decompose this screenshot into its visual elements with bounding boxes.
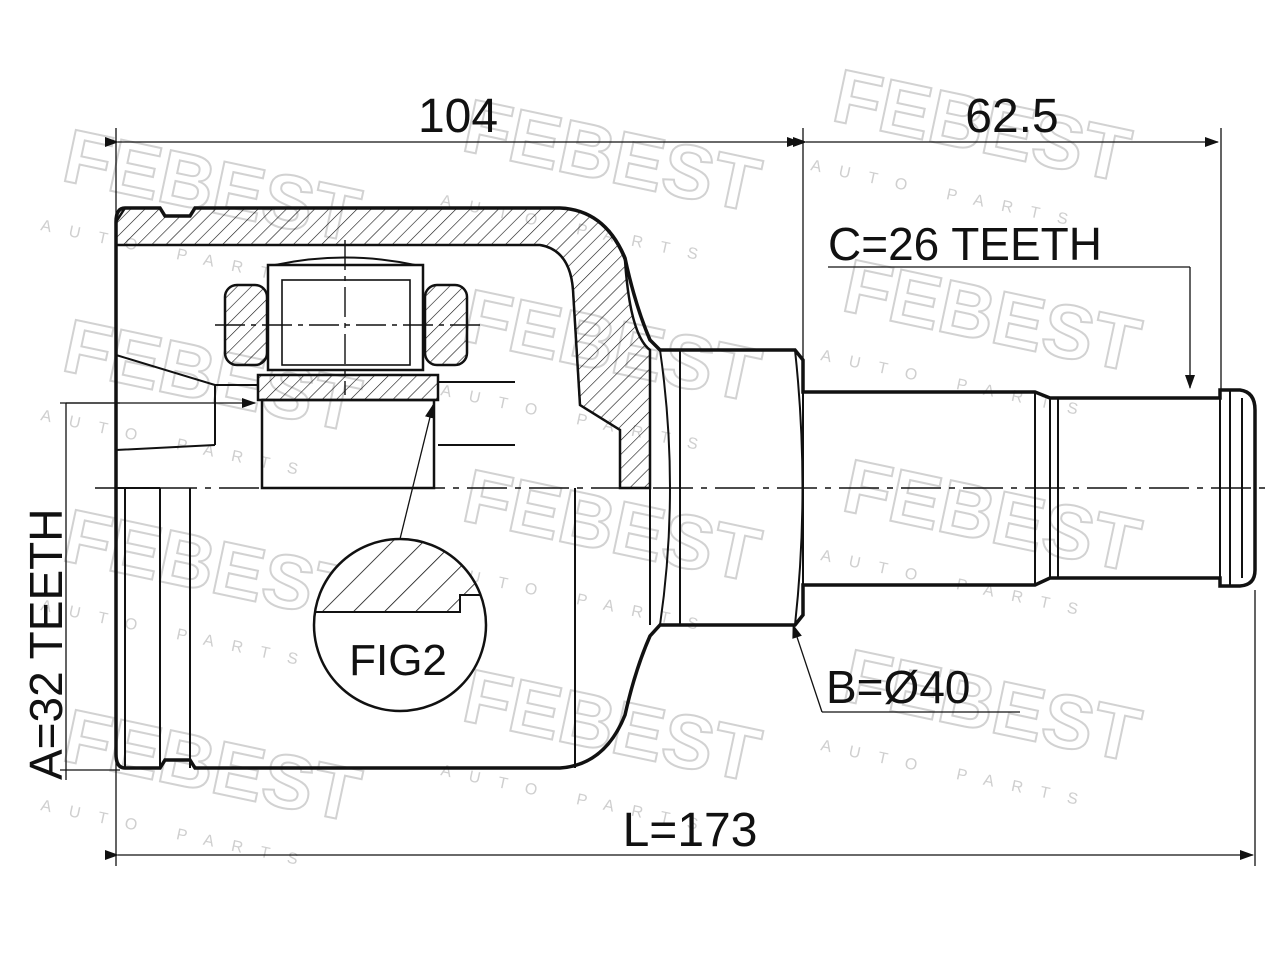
dimension-104: 104 [105, 90, 801, 147]
housing-cavity [116, 244, 581, 406]
fig2-detail: FIG2 [312, 404, 488, 713]
dimension-62-5-label: 62.5 [965, 90, 1058, 143]
fig2-label: FIG2 [349, 636, 447, 685]
housing-lower-wall [189, 488, 576, 768]
shaft-diameter-label: B=Ø40 [826, 661, 971, 713]
shaft-diameter-callout: B=Ø40 [792, 624, 1020, 713]
outer-teeth-callout: C=26 TEETH [828, 218, 1195, 389]
housing-outline [114, 206, 1257, 770]
outer-teeth-label: C=26 TEETH [828, 218, 1102, 270]
dimension-104-label: 104 [418, 90, 498, 143]
watermark-group: FEBEST AUTO PARTS FEBEST AUTO PARTS FEBE… [39, 52, 1148, 872]
inner-teeth-label: A=32 TEETH [20, 509, 72, 780]
joint-body [95, 206, 1265, 770]
dimension-total: L=173 [105, 804, 1254, 860]
dimension-total-label: L=173 [623, 804, 758, 857]
dimension-62-5: 62.5 [793, 90, 1219, 147]
inner-teeth-callout: A=32 TEETH [20, 398, 256, 780]
